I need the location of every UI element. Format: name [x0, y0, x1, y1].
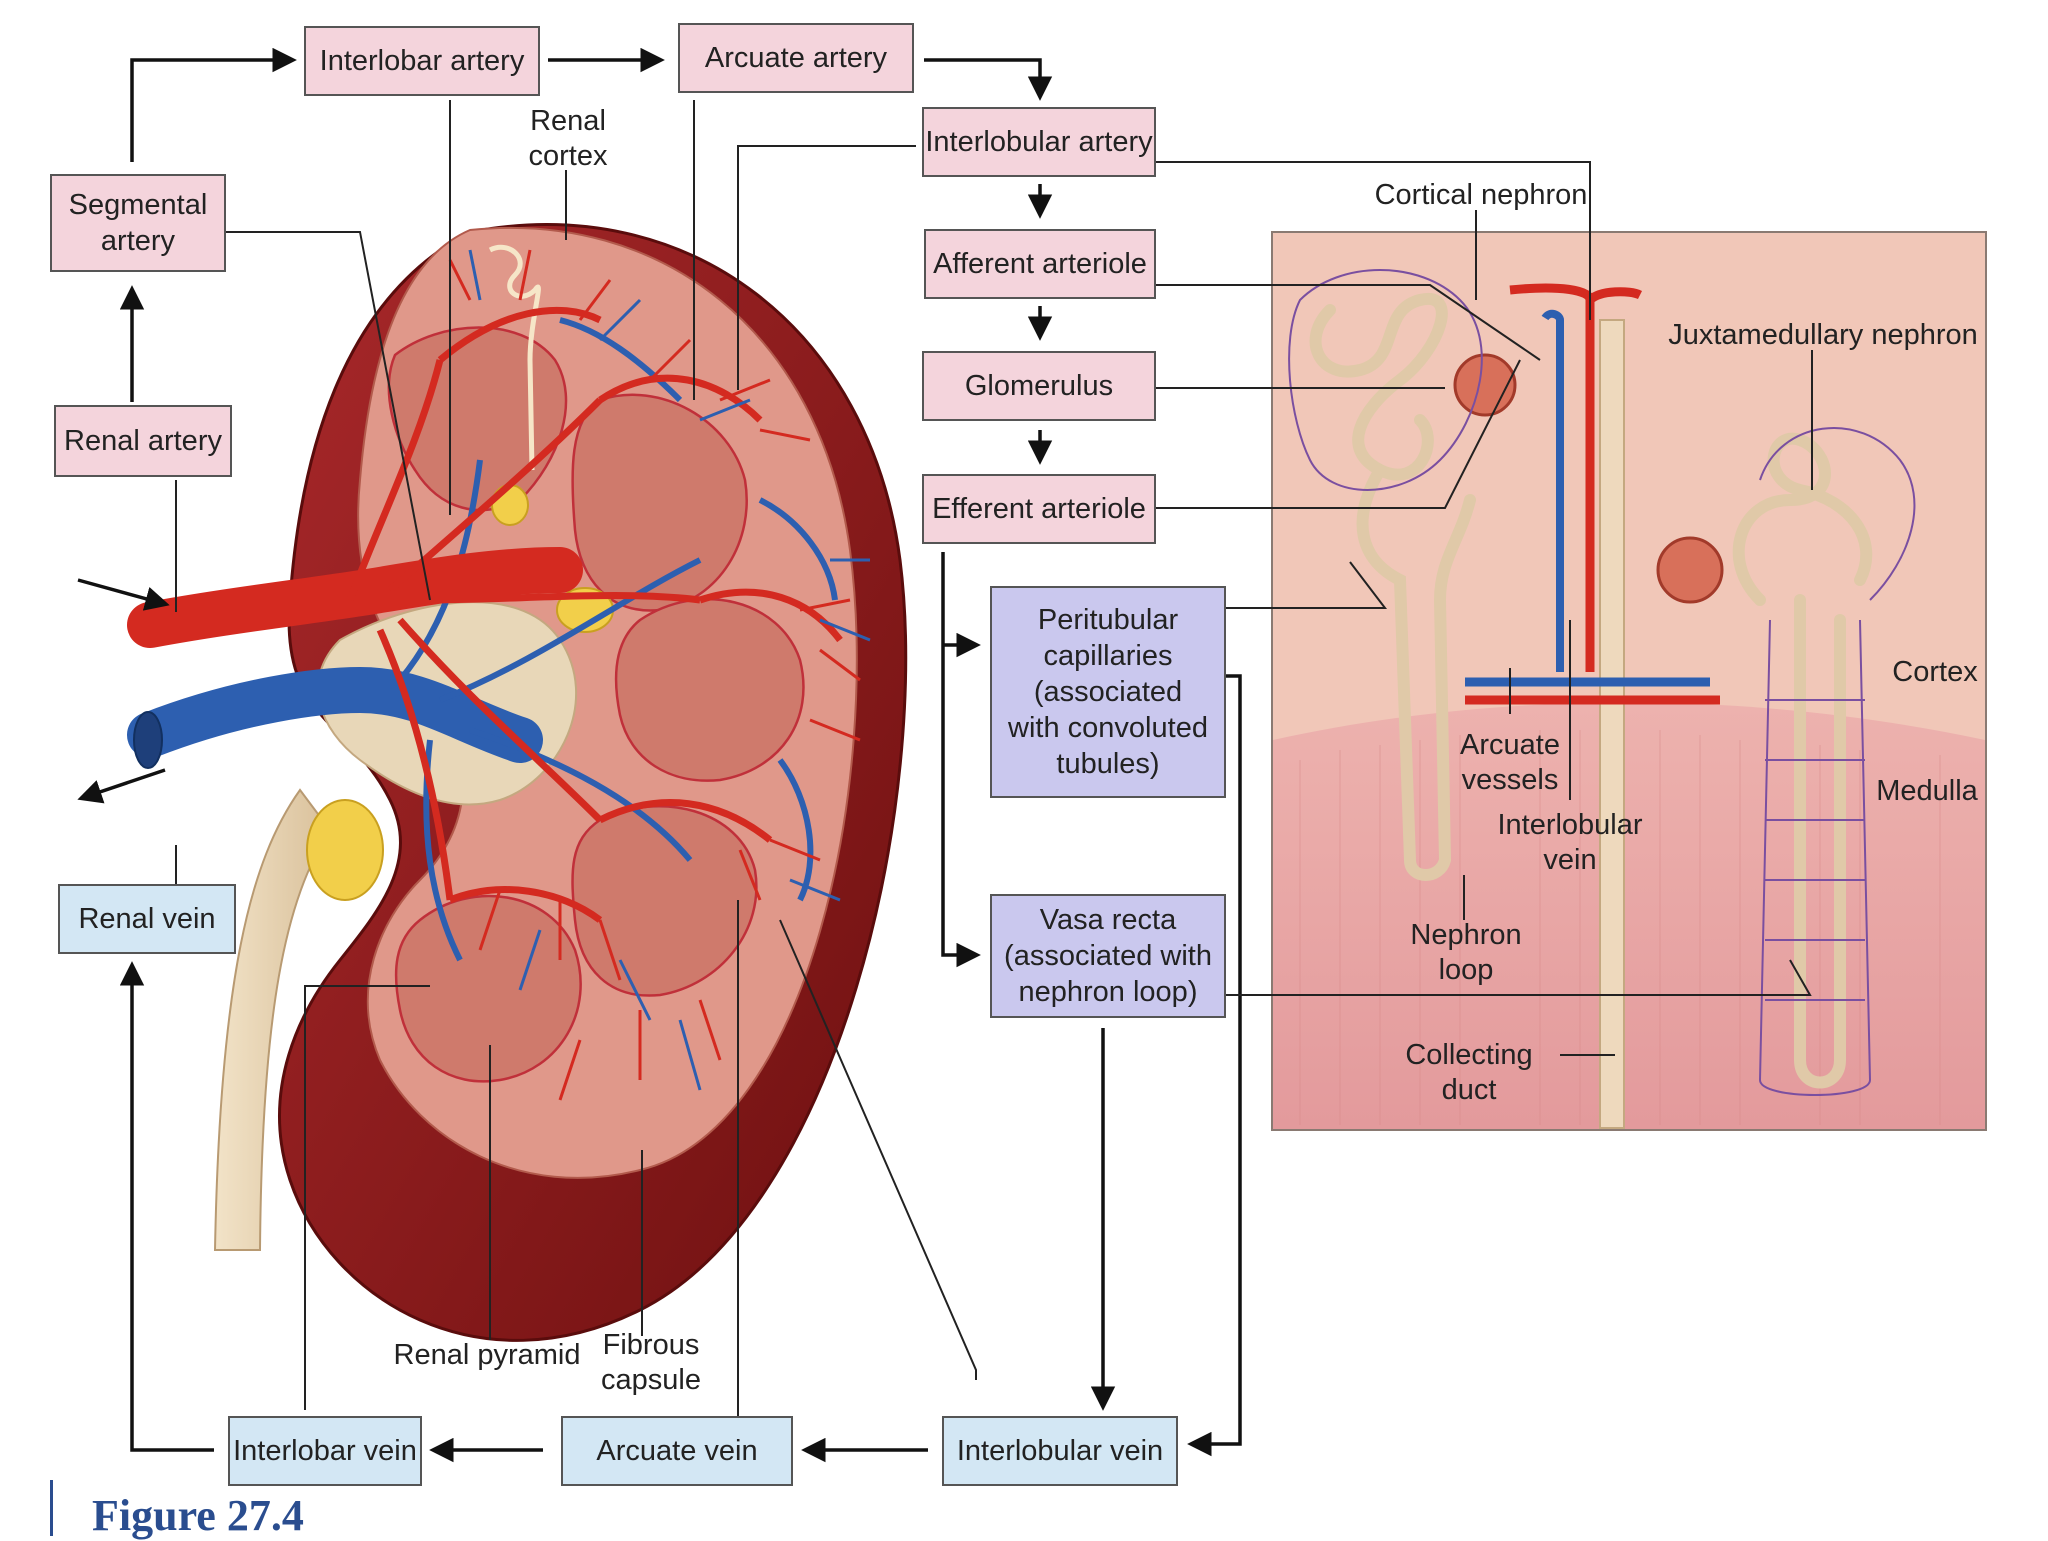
label-nephron-loop: Nephron loop: [1410, 919, 1522, 986]
inset-medulla: [1273, 702, 1985, 1129]
box-arcuate-artery: Arcuate artery: [678, 23, 914, 93]
vasa-recta-net: [1758, 427, 1916, 1096]
ureter: [213, 788, 332, 1251]
leader-lines: [175, 100, 1813, 1418]
cortical-capillary-net: [1288, 269, 1483, 491]
box-arcuate-vein: Arcuate vein: [561, 1416, 793, 1486]
flow-arrows: [77, 47, 1242, 1463]
juxtamedullary-glomerulus: [1656, 536, 1724, 604]
box-efferent-arteriole: Efferent arteriole: [922, 474, 1156, 544]
box-peritubular-capillaries: Peritubular capillaries (associated with…: [990, 586, 1226, 798]
box-renal-vein: Renal vein: [58, 884, 236, 954]
renal-vein-opening: [133, 711, 163, 769]
label-cortex: Cortex: [1892, 656, 1978, 688]
collecting-duct: [1599, 319, 1625, 1129]
nephron-inset: [1271, 231, 1987, 1131]
box-renal-artery: Renal artery: [54, 405, 232, 477]
box-interlobular-vein: Interlobular vein: [942, 1416, 1178, 1486]
label-juxtamedullary-nephron: Juxtamedullary nephron: [1668, 319, 1978, 351]
pyramid-4: [571, 805, 758, 997]
kidney-illustration: [127, 223, 908, 1342]
box-interlobar-artery: Interlobar artery: [304, 26, 540, 96]
label-fibrous-capsule: Fibrous capsule: [601, 1329, 701, 1396]
interlobular-twigs: [448, 249, 861, 1101]
vein-twigs: [468, 249, 871, 1091]
box-interlobar-vein: Interlobar vein: [228, 1416, 422, 1486]
cortical-nephron-tubule: [1309, 292, 1476, 881]
label-renal-cortex: Renal cortex: [528, 105, 608, 172]
renal-vein-vessel: [127, 666, 543, 763]
label-medulla: Medulla: [1876, 775, 1978, 807]
figure-caption: Figure 27.4: [92, 1491, 304, 1540]
box-segmental-artery: Segmental artery: [50, 174, 226, 272]
label-arcuate-vessels: Arcuate vessels: [1460, 729, 1560, 796]
pyramid-3: [614, 598, 805, 782]
renal-fat-3: [306, 799, 384, 901]
label-collecting-duct: Collecting duct: [1405, 1039, 1533, 1106]
label-interlobular-vein: Interlobular vein: [1497, 809, 1643, 876]
box-glomerulus: Glomerulus: [922, 351, 1156, 421]
inset-interlobular-vein: [1541, 309, 1564, 672]
box-afferent-arteriole: Afferent arteriole: [924, 229, 1156, 299]
medulla-striations: [1299, 730, 1941, 1125]
renal-artery-vessel: [127, 547, 583, 648]
box-vasa-recta: Vasa recta (associated with nephron loop…: [990, 894, 1226, 1018]
label-cortical-nephron: Cortical nephron: [1374, 179, 1588, 211]
juxtamedullary-nephron-tubule: [1732, 432, 1873, 1089]
cortical-glomerulus: [1453, 353, 1517, 417]
renal-fat-2: [491, 484, 529, 526]
box-interlobular-artery: Interlobular artery: [922, 107, 1156, 177]
label-renal-pyramid: Renal pyramid: [393, 1339, 581, 1371]
caption-bar: [50, 1480, 53, 1536]
